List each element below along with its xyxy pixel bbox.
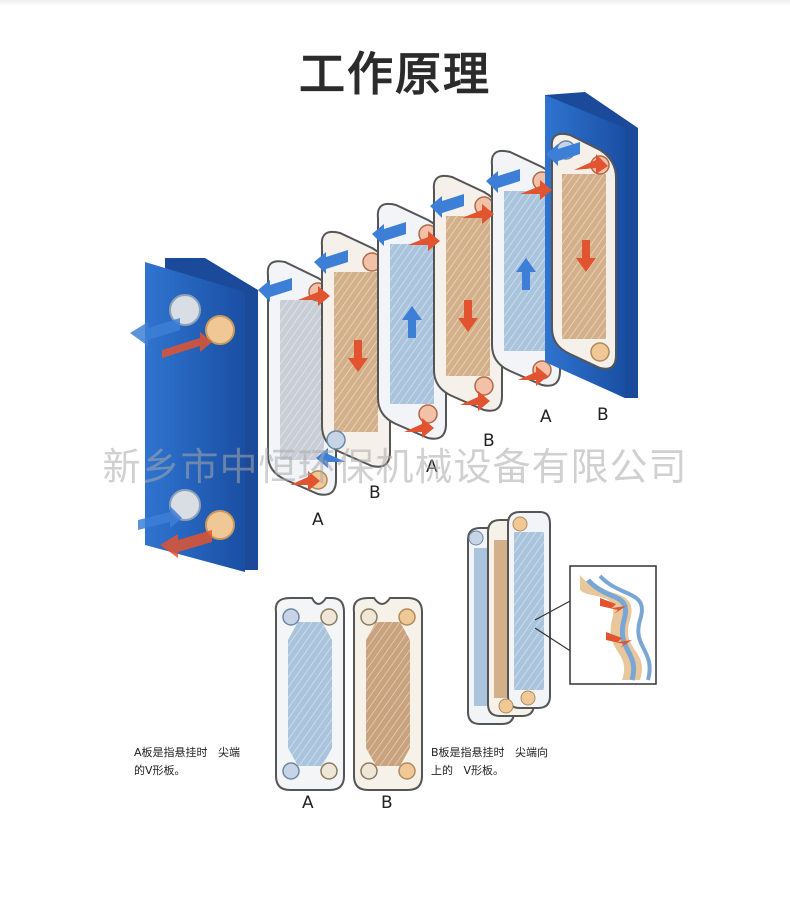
top-divider (0, 0, 790, 6)
detail-plate-b (352, 597, 423, 791)
plate-b-2 (432, 174, 503, 412)
plate-b-3 (550, 132, 617, 370)
fixed-frame-plate (145, 258, 258, 572)
page-title: 工作原理 (299, 47, 491, 101)
label-detail-a: A (302, 793, 314, 813)
label-plate-b-2: B (483, 431, 495, 451)
label-plate-b-1: B (369, 483, 381, 503)
label-plate-a-2: A (426, 457, 438, 477)
label-plate-a-1: A (312, 510, 324, 530)
plate-a-1 (266, 260, 337, 496)
note-plate-b: B板是指悬挂时 尖端向 上的 V形板。 (431, 746, 549, 777)
label-plate-a-3: A (540, 407, 552, 427)
corrugation-detail (569, 565, 657, 685)
label-detail-b: B (381, 793, 393, 813)
note-plate-a: A板是指悬挂时 尖端 的V形板。 (134, 746, 241, 777)
detail-plate-a (274, 597, 345, 791)
label-plate-b-3: B (597, 405, 609, 425)
flow-arrows-frame (130, 318, 212, 558)
watermark: 新乡市中恒环保机械设备有限公司 (102, 445, 688, 489)
stacked-plates (467, 511, 573, 725)
flow-arrows-plates (258, 142, 608, 491)
